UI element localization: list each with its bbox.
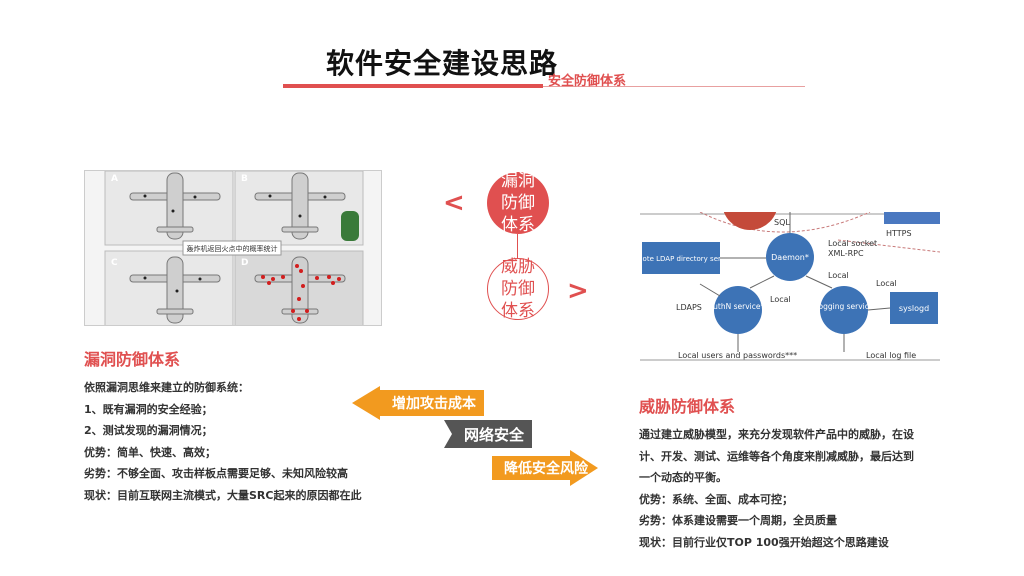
label-local-2: Local <box>876 279 897 288</box>
left-line-4: 优势：简单、快速、高效； <box>84 445 216 459</box>
label-https: HTTPS <box>886 229 912 238</box>
arrow-gray-shape <box>444 420 532 448</box>
left-line-1: 依照漏洞思维来建立的防御系统： <box>84 381 249 394</box>
left-section-title: 漏洞防御体系 <box>84 350 181 369</box>
node-ldap: Remote LDAP directory service <box>640 255 735 263</box>
arrow-right-shape <box>492 450 598 486</box>
chevron-right-icon[interactable]: > <box>567 276 589 306</box>
node-authn: AuthN service** <box>708 302 768 311</box>
panel-label-a: A <box>111 174 118 184</box>
label-local-users: Local users and passwords*** <box>678 351 797 360</box>
left-line-3: 2、测试发现的漏洞情况； <box>84 424 213 437</box>
vuln-circle-label: 漏洞 防御 体系 <box>501 171 535 235</box>
node-daemon: Daemon* <box>771 253 809 262</box>
threat-diagram-svg: Daemon* AuthN service** Logging service … <box>640 212 940 361</box>
label-local-1: Local <box>828 271 849 280</box>
threat-circle-label: 威胁 防御 体系 <box>501 257 535 321</box>
right-line-1: 通过建立威胁模型，来充分发现软件产品中的威胁，在设 <box>639 428 914 441</box>
title-underline <box>283 84 543 88</box>
bombers-survivorship-image: 轰炸机返回火点中的概率统计 A B C D <box>84 170 382 326</box>
right-line-6: 现状：目前行业仅TOP 100强开始超这个思路建设 <box>639 535 889 549</box>
node-logging: Logging service <box>814 302 873 311</box>
panel-label-d: D <box>241 258 248 268</box>
bombers-caption: 轰炸机返回火点中的概率统计 <box>187 244 278 253</box>
chevron-left-icon[interactable]: < <box>443 188 465 218</box>
right-line-3: 一个动态的平衡。 <box>639 471 727 484</box>
page-subtitle: 安全防御体系 <box>548 74 627 89</box>
vuln-defense-circle[interactable]: 漏洞 防御 体系 <box>487 171 549 235</box>
label-local-log-file: Local log file <box>866 351 916 360</box>
right-line-5: 劣势：体系建设需要一个周期，全员质量 <box>639 514 837 527</box>
circle-connector <box>517 234 518 260</box>
left-line-5: 劣势：不够全面、攻击样板点需要足够、未知风险较高 <box>84 467 348 480</box>
left-line-2: 1、既有漏洞的安全经验； <box>84 402 213 416</box>
title-rule <box>543 86 805 87</box>
reduce-risk-label: 降低安全风险 <box>504 461 588 477</box>
right-section-title: 威胁防御体系 <box>639 397 736 416</box>
right-section-body: 通过建立威胁模型，来充分发现软件产品中的威胁，在设 计、开发、测试、运维等各个角… <box>639 424 949 553</box>
page-title: 软件安全建设思路 <box>326 47 559 80</box>
increase-cost-label: 增加攻击成本 <box>392 396 476 412</box>
node-syslogd: syslogd <box>899 304 929 313</box>
label-ldaps: LDAPS <box>676 303 702 312</box>
security-arrows <box>352 386 598 486</box>
label-local-3: Local <box>770 295 791 304</box>
right-line-4: 优势：系统、全面、成本可控； <box>639 492 793 506</box>
bombers-illustration: 轰炸机返回火点中的概率统计 A B C D <box>85 171 381 325</box>
arrow-left-shape <box>352 386 484 420</box>
left-section-body: 依照漏洞思维来建立的防御系统： 1、既有漏洞的安全经验； 2、测试发现的漏洞情况… <box>84 377 404 506</box>
panel-label-b: B <box>241 174 248 184</box>
label-sql: SQL <box>774 218 790 227</box>
threat-model-diagram: Daemon* AuthN service** Logging service … <box>640 212 940 370</box>
right-line-2: 计、开发、测试、运维等各个角度来削减威胁，最后达到 <box>639 449 914 463</box>
panel-label-c: C <box>111 258 118 268</box>
left-line-6: 现状：目前互联网主流模式，大量SRC起来的原因都在此 <box>84 488 362 502</box>
threat-defense-circle[interactable]: 威胁 防御 体系 <box>487 257 549 321</box>
label-xml-rpc: XML-RPC <box>828 249 864 258</box>
label-local-socket: Local socket <box>828 239 877 248</box>
network-security-label: 网络安全 <box>463 425 524 444</box>
